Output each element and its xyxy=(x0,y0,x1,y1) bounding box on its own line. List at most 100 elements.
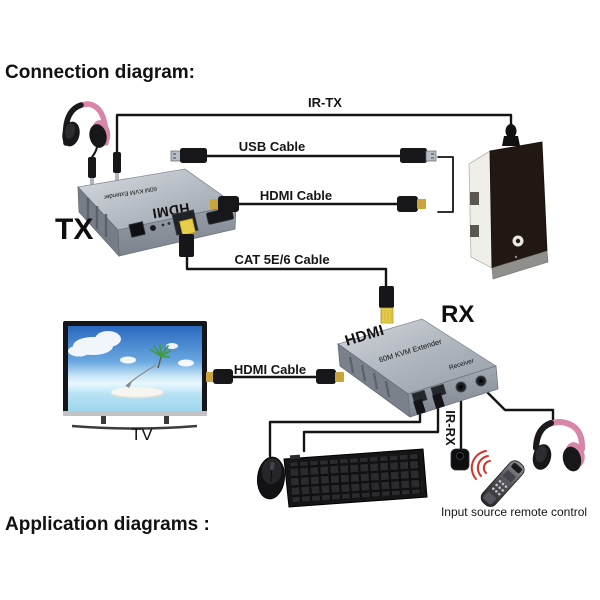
cloud xyxy=(68,345,90,357)
tv-bottom-strip xyxy=(63,411,207,416)
rj45-tip xyxy=(179,218,196,236)
hdmi-body xyxy=(397,196,418,212)
pc-power-button-center xyxy=(515,238,521,244)
tx-headphones-cable xyxy=(91,146,98,158)
plug-tip xyxy=(115,173,119,181)
tx-power-port xyxy=(128,221,146,238)
tv xyxy=(63,321,207,430)
rj45-tip xyxy=(380,307,394,324)
ir-wave-3 xyxy=(470,450,487,480)
headphones-audio-cable xyxy=(479,384,555,426)
hdmi-connector-right-top xyxy=(397,196,426,212)
mouse-button-split xyxy=(270,470,273,483)
left-earcup-pad xyxy=(535,445,547,463)
usb-cable-label: USB Cable xyxy=(239,139,305,154)
ir-wave-2 xyxy=(476,455,489,477)
remote-control xyxy=(480,460,525,507)
remote-button xyxy=(495,483,498,487)
rx-vents xyxy=(348,356,391,398)
pc-side-vent-2 xyxy=(470,225,479,237)
plug-body xyxy=(88,157,96,178)
tx-vents xyxy=(86,198,108,237)
clouds xyxy=(68,331,194,367)
cat5-cable-label: CAT 5E/6 Cable xyxy=(234,252,329,267)
tv-stand-base xyxy=(71,424,198,430)
rj45-pins xyxy=(381,310,392,321)
keyboard xyxy=(283,448,428,508)
island xyxy=(111,387,163,397)
ir-rx-receiver xyxy=(450,448,470,471)
hdmi-tip xyxy=(206,372,214,382)
tx-audio-plug xyxy=(88,157,96,185)
cloud xyxy=(95,331,121,347)
palm-leaves xyxy=(150,343,171,358)
cloud xyxy=(166,343,178,349)
rx-front-face xyxy=(407,365,499,418)
usb-tip-slots xyxy=(431,153,434,159)
rj45-boot xyxy=(379,286,394,308)
plug-tip xyxy=(90,177,94,185)
rx-audio-jack-hole xyxy=(479,379,483,383)
ir-waves xyxy=(470,450,491,480)
usb-tip-slots xyxy=(173,153,176,159)
remote-button xyxy=(504,485,508,488)
remote-display xyxy=(503,470,516,483)
headphones-tx xyxy=(62,101,111,148)
tx-extender-unit: 60M KVM Extender HDMI xyxy=(77,168,237,258)
cat5-plug-rx xyxy=(379,286,394,324)
hdmi-tip xyxy=(210,199,219,209)
usb-connector-left xyxy=(170,148,207,163)
remote-button xyxy=(492,487,495,491)
ir-tx-label: IR-TX xyxy=(308,95,342,110)
tx-led-2 xyxy=(167,222,171,225)
hdmi-connector-right-bottom xyxy=(316,369,344,384)
usb-body xyxy=(180,148,207,163)
ir-wave-1 xyxy=(482,460,491,474)
remote-button xyxy=(497,492,501,496)
left-earcup-pad xyxy=(64,123,76,139)
page-title: Connection diagram: xyxy=(5,62,195,83)
cat5-cable xyxy=(185,254,388,289)
ir-rx-label: IR-RX xyxy=(443,410,458,446)
tx-audio-jack xyxy=(149,224,157,232)
ir-tx-cable xyxy=(115,113,513,154)
pc-base xyxy=(491,250,549,280)
rj45-boot xyxy=(179,234,194,257)
ir-tx-emitter xyxy=(502,124,520,146)
hdmi-body xyxy=(316,369,336,384)
headband-black xyxy=(533,420,554,451)
pc-side-panel xyxy=(468,150,493,269)
hdmi-body xyxy=(213,369,233,384)
remote-buttons xyxy=(492,480,508,496)
hdmi-cable-tv-label: HDMI Cable xyxy=(234,362,306,377)
pc-group-bracket xyxy=(437,156,454,213)
usb-connector-right xyxy=(400,148,437,163)
headphones-rx xyxy=(532,418,586,472)
pc-tower xyxy=(468,141,549,280)
tv-leg-left xyxy=(101,416,106,424)
tx-led-1 xyxy=(161,223,165,227)
remote-caption: Input source remote control xyxy=(441,505,587,519)
hdmi-cable-pc-label: HDMI Cable xyxy=(260,188,332,203)
palm-trunk xyxy=(157,356,162,369)
arrow-curve xyxy=(125,364,157,387)
ir-tx-plug xyxy=(113,152,121,181)
usb-metal-tip xyxy=(170,150,182,162)
mouse-usb-cable xyxy=(268,410,422,458)
keyboard-fn-row xyxy=(289,454,301,460)
rx-extender-unit: HDMI 60M KVM Extender Receiver xyxy=(337,318,499,418)
hdmi-body xyxy=(218,196,239,212)
remote-button xyxy=(498,486,501,490)
mouse xyxy=(256,456,286,500)
mouse-scroll-wheel xyxy=(270,462,275,471)
plug-body xyxy=(113,152,121,173)
receiver-eye xyxy=(456,452,464,460)
emitter-bulb xyxy=(505,124,517,138)
remote-ir-window xyxy=(511,462,522,474)
arrow-head xyxy=(126,382,132,388)
keyboard-usb-cable xyxy=(302,404,440,453)
remote-button xyxy=(495,490,498,493)
remote-keypad xyxy=(483,491,496,505)
keyboard-keys xyxy=(289,454,423,502)
